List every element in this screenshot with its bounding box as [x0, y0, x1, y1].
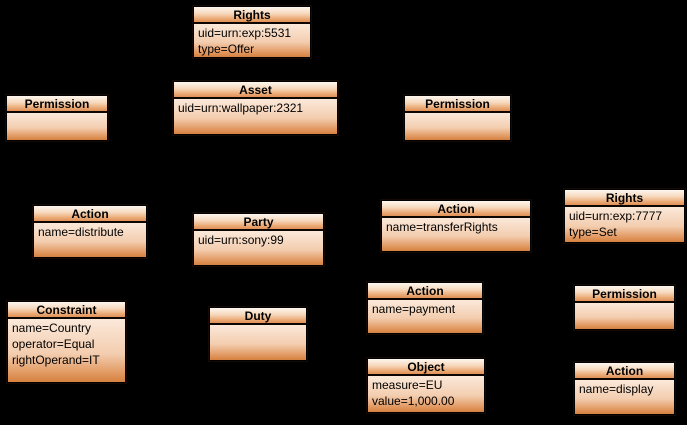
node-attribute: rightOperand=IT [12, 353, 100, 367]
node-attribute: name=distribute [38, 225, 124, 239]
node-asset[interactable]: Asset uid=urn:wallpaper:2321 [173, 81, 338, 135]
node-attribute: operator=Equal [12, 337, 95, 351]
node-body [7, 113, 107, 140]
node-permission-middle[interactable]: Permission [404, 95, 511, 141]
node-body: name=Country operator=Equal rightOperand… [8, 319, 125, 382]
node-title: Action [382, 201, 530, 218]
node-constraint[interactable]: Constraint name=Country operator=Equal r… [7, 301, 126, 383]
node-attribute: value=1,000.00 [372, 394, 455, 408]
node-rights-offer[interactable]: Rights uid=urn:exp:5531 type=Offer [193, 6, 311, 58]
node-body [210, 325, 306, 360]
node-attribute: name=transferRights [386, 220, 498, 234]
node-action-display[interactable]: Action name=display [574, 362, 675, 415]
node-title: Object [368, 359, 484, 376]
node-permission-bottom-right[interactable]: Permission [574, 285, 675, 330]
node-body: name=transferRights [382, 218, 530, 251]
node-attribute: name=display [579, 382, 654, 396]
node-title: Rights [194, 7, 310, 24]
node-body: uid=urn:exp:7777 type=Set [565, 207, 684, 242]
node-attribute: uid=urn:exp:7777 [569, 209, 663, 223]
node-body [575, 303, 674, 329]
node-title: Action [368, 283, 482, 300]
node-body: uid=urn:sony:99 [194, 231, 323, 265]
node-attribute: name=Country [12, 321, 92, 335]
node-title: Permission [575, 286, 674, 303]
node-attribute: uid=urn:wallpaper:2321 [178, 101, 304, 115]
node-title: Permission [7, 96, 107, 113]
node-duty[interactable]: Duty [209, 307, 307, 361]
node-attribute: type=Offer [198, 42, 255, 56]
node-body: uid=urn:exp:5531 type=Offer [194, 24, 310, 57]
node-title: Action [34, 206, 146, 223]
node-party[interactable]: Party uid=urn:sony:99 [193, 213, 324, 266]
node-title: Action [575, 363, 674, 380]
node-object[interactable]: Object measure=EU value=1,000.00 [367, 358, 485, 413]
node-title: Constraint [8, 302, 125, 319]
node-title: Asset [174, 82, 337, 99]
node-body: measure=EU value=1,000.00 [368, 376, 484, 412]
node-title: Duty [210, 308, 306, 325]
node-title: Party [194, 214, 323, 231]
node-rights-set[interactable]: Rights uid=urn:exp:7777 type=Set [564, 189, 685, 243]
node-title: Permission [405, 96, 510, 113]
node-attribute: type=Set [569, 225, 617, 239]
node-action-payment[interactable]: Action name=payment [367, 282, 483, 334]
node-title: Rights [565, 190, 684, 207]
node-body: name=payment [368, 300, 482, 333]
node-body: uid=urn:wallpaper:2321 [174, 99, 337, 134]
node-action-transfer-rights[interactable]: Action name=transferRights [381, 200, 531, 252]
node-attribute: uid=urn:exp:5531 [198, 26, 292, 40]
node-permission-left[interactable]: Permission [6, 95, 108, 141]
node-attribute: name=payment [372, 302, 456, 316]
node-attribute: uid=urn:sony:99 [198, 233, 284, 247]
node-body: name=display [575, 380, 674, 414]
node-action-distribute[interactable]: Action name=distribute [33, 205, 147, 258]
node-body [405, 113, 510, 140]
node-body: name=distribute [34, 223, 146, 257]
node-attribute: measure=EU [372, 378, 443, 392]
